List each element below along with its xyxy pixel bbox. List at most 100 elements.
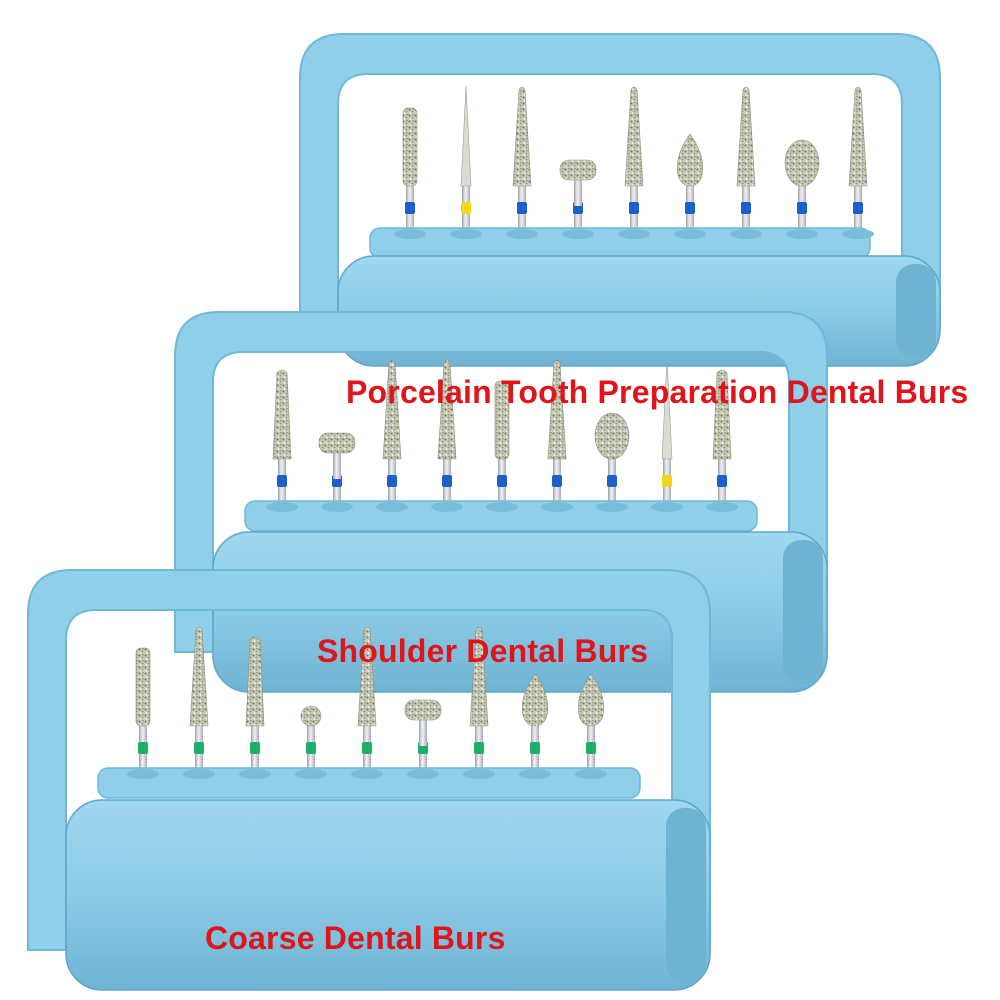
bur-head	[578, 673, 604, 727]
rack-hole	[842, 229, 874, 239]
dental-bur	[547, 359, 567, 507]
rack-hole	[786, 229, 818, 239]
holder-base-cap	[666, 808, 706, 982]
holder-base-cap	[783, 540, 823, 684]
dental-bur	[460, 85, 472, 234]
bur-head	[784, 139, 820, 187]
rack-hole	[351, 769, 383, 779]
bur-neck	[333, 453, 341, 479]
bur-color-band	[797, 202, 807, 214]
dental-bur	[357, 626, 377, 774]
bur-head	[382, 359, 402, 460]
dental-bur	[594, 412, 630, 507]
bur-color-band	[629, 202, 639, 214]
bur-color-band	[853, 202, 863, 214]
rack-hole	[376, 502, 408, 512]
bur-head	[318, 432, 356, 454]
bur-color-band	[517, 202, 527, 214]
bur-head	[661, 358, 673, 460]
dental-bur	[848, 86, 868, 234]
rack-hole	[651, 502, 683, 512]
dental-bur	[245, 636, 265, 774]
bur-head	[357, 626, 377, 727]
bur-head	[189, 626, 209, 727]
porcelain-burs-label: Porcelain Tooth Preparation Dental Burs	[346, 374, 969, 410]
dental-bur	[559, 159, 597, 234]
coarse-burs-label: Coarse Dental Burs	[205, 920, 506, 956]
rack-hole	[674, 229, 706, 239]
holder-handle	[174, 311, 828, 653]
dental-bur	[272, 369, 292, 507]
bur-color-band	[552, 475, 562, 487]
rack-hole	[730, 229, 762, 239]
rack-hole	[575, 769, 607, 779]
rack-hole	[394, 229, 426, 239]
holder-handle	[299, 33, 941, 327]
bur-color-band	[586, 742, 596, 754]
bur-color-band	[717, 475, 727, 487]
bur-color-band	[662, 475, 672, 487]
rack-hole	[183, 769, 215, 779]
bur-color-band	[250, 742, 260, 754]
bur-head	[469, 626, 489, 727]
bur-color-band	[194, 742, 204, 754]
rack-hole	[618, 229, 650, 239]
rack-hole	[407, 769, 439, 779]
dental-bur	[402, 107, 418, 234]
bur-color-band	[405, 202, 415, 214]
dental-bur	[318, 432, 356, 507]
dental-bur	[512, 86, 532, 234]
bur-head	[848, 86, 868, 187]
bur-color-band	[607, 475, 617, 487]
bur-color-band	[306, 742, 316, 754]
bur-head	[300, 705, 322, 727]
rack-hole	[596, 502, 628, 512]
dental-bur	[437, 359, 457, 507]
bur-head	[404, 699, 442, 721]
bur-head	[460, 85, 472, 187]
rack-hole	[295, 769, 327, 779]
coarse-holder	[27, 569, 711, 991]
dental-bur	[382, 359, 402, 507]
bur-head	[624, 86, 644, 187]
bur-head	[677, 133, 703, 187]
rack-hole	[239, 769, 271, 779]
dental-bur	[712, 369, 732, 507]
bur-color-band	[362, 742, 372, 754]
rack-hole	[706, 502, 738, 512]
dental-bur	[300, 705, 322, 774]
bur-neck	[574, 180, 582, 206]
rack-hole	[519, 769, 551, 779]
bur-head	[522, 673, 548, 727]
rack-hole	[127, 769, 159, 779]
bur-head	[736, 86, 756, 187]
dental-bur	[469, 626, 489, 774]
dental-bur	[784, 139, 820, 234]
bur-color-band	[474, 742, 484, 754]
rack-hole	[266, 502, 298, 512]
holder-base-cap	[896, 264, 936, 358]
holder-handle	[27, 569, 711, 951]
bur-color-band	[497, 475, 507, 487]
dental-bur	[736, 86, 756, 234]
bur-color-band	[530, 742, 540, 754]
bur-head	[559, 159, 597, 181]
bur-head	[547, 359, 567, 460]
bur-rack	[97, 767, 641, 799]
rack-hole	[506, 229, 538, 239]
bur-color-band	[461, 202, 471, 214]
dental-bur	[135, 647, 151, 774]
bur-color-band	[741, 202, 751, 214]
rack-hole	[321, 502, 353, 512]
dental-bur	[189, 626, 209, 774]
dental-bur	[661, 358, 673, 507]
dental-bur	[404, 699, 442, 774]
bur-head	[712, 369, 732, 460]
bur-head	[402, 107, 418, 187]
bur-head	[437, 359, 457, 460]
bur-color-band	[442, 475, 452, 487]
bur-head	[594, 412, 630, 460]
rack-hole	[562, 229, 594, 239]
shoulder-burs-label: Shoulder Dental Burs	[317, 633, 649, 669]
bur-head	[135, 647, 151, 727]
